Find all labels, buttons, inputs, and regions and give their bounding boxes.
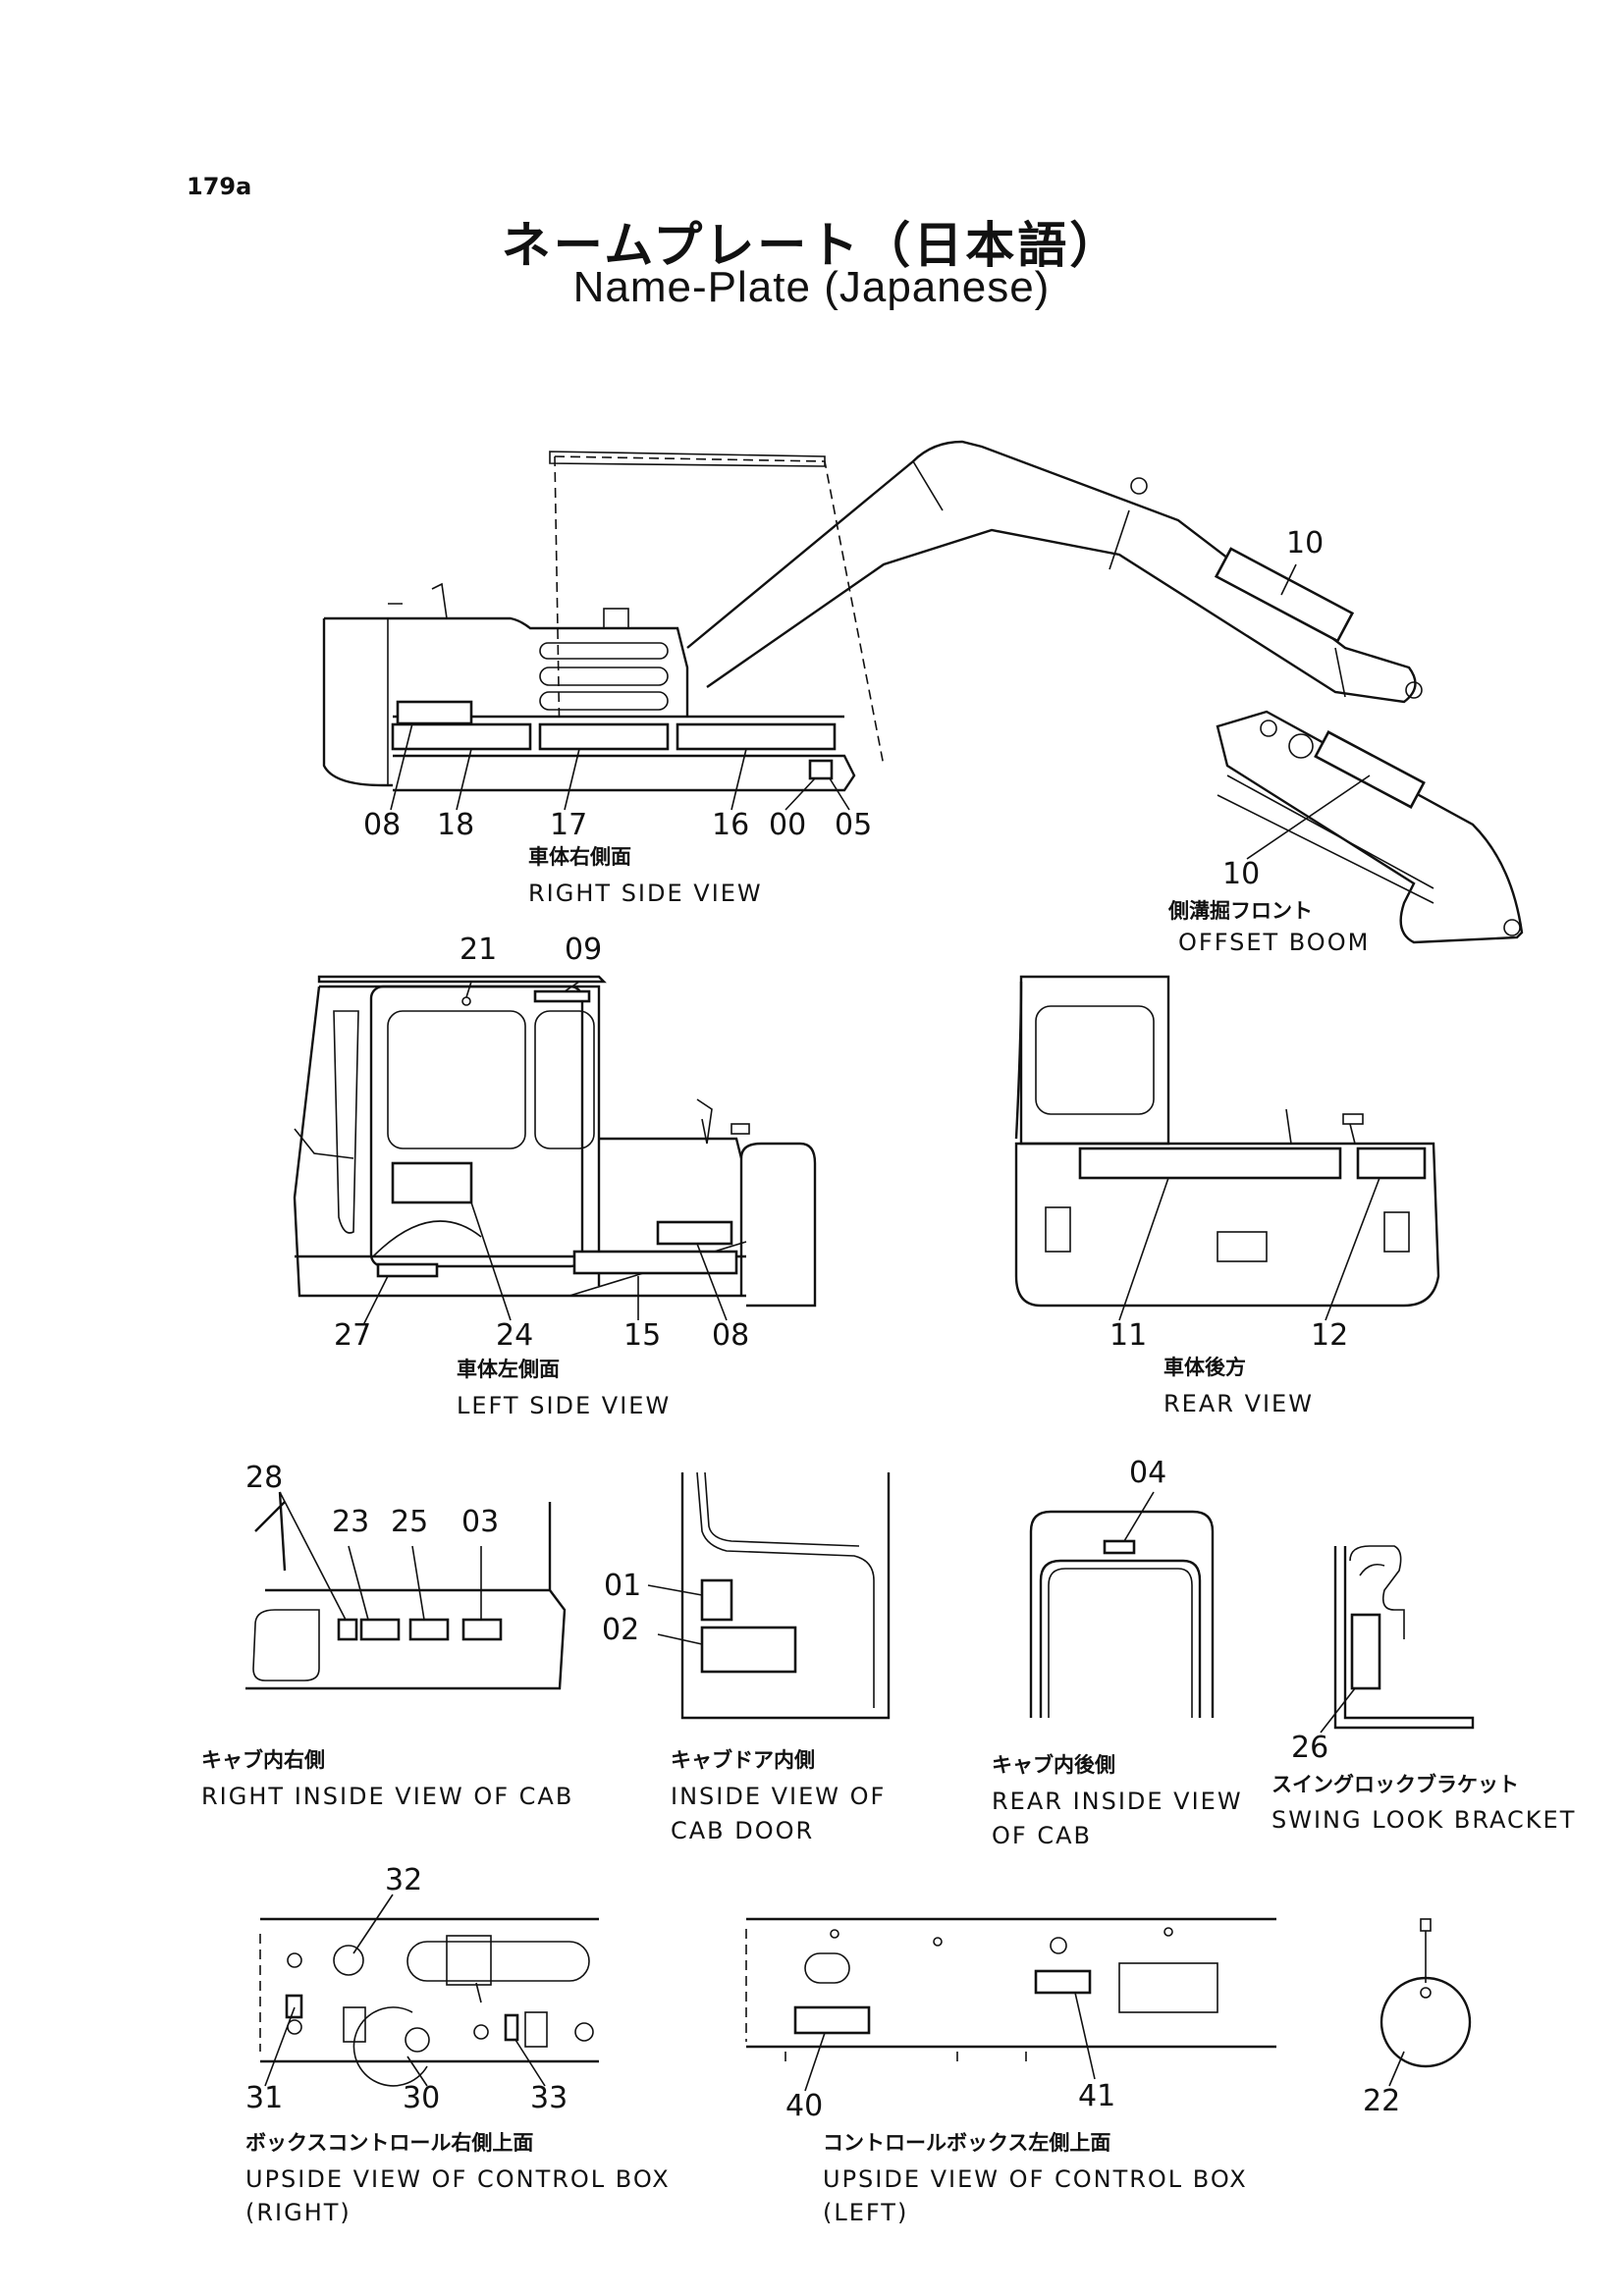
callout-00: 00 [769,808,806,842]
plate-26 [1350,1613,1381,1690]
plate-16 [676,722,837,751]
plate-02 [700,1626,797,1674]
control-box-right-label-jp: ボックスコントロール右側上面 [245,2131,533,2155]
plate-00 [808,759,834,780]
key-tag-drawing: 22 [1363,1918,1472,2118]
control-box-right-label-line1: UPSIDE VIEW OF CONTROL BOX [245,2165,671,2193]
page-number: 179a [187,173,252,200]
plate-01 [700,1578,733,1622]
plate-08-left [656,1220,733,1246]
cab-rear-inside-label-line2: OF CAB [992,1822,1092,1849]
plate-25 [408,1618,450,1641]
plate-31 [285,1994,303,2019]
control-box-left-drawing: 40 41 コントロールボックス左側上面 UPSIDE VIEW OF CONT… [745,1917,1276,2226]
callout-09: 09 [565,933,602,967]
page-title-english: Name-Plate (Japanese) [572,263,1051,311]
cab-door-inside-label-line1: INSIDE VIEW OF [671,1783,886,1810]
offset-boom-label-jp: 側溝掘フロント [1167,899,1313,923]
callout-33: 33 [530,2081,568,2115]
callout-08: 08 [363,808,401,842]
cab-rear-inside-label-jp: キャブ内後側 [992,1753,1115,1777]
plate-15 [572,1250,738,1275]
offset-boom-drawing: 10 側溝掘フロント OFFSET BOOM [1167,710,1524,956]
callout-28: 28 [245,1461,283,1495]
swing-lock-bracket-drawing: 26 スイングロックブラケット SWING LOOK BRACKET [1271,1545,1576,1834]
rear-view-label-jp: 車体後方 [1163,1356,1246,1379]
cab-door-inside-label-line2: CAB DOOR [671,1817,814,1844]
plate-09 [533,989,591,1003]
callout-31: 31 [245,2081,283,2115]
plate-17 [538,722,670,751]
cab-right-inside-drawing: 28 23 25 03 キャブ内右側 RIGHT INSIDE VIEW OF … [201,1461,573,1810]
cab-rear-inside-label-line1: REAR INSIDE VIEW [992,1788,1243,1815]
callout-11: 11 [1109,1318,1147,1353]
callout-18: 18 [437,808,474,842]
callout-32: 32 [385,1863,422,1897]
plate-04 [1103,1539,1136,1555]
callout-08-left: 08 [712,1318,749,1353]
right-side-view-label-jp: 車体右側面 [528,845,631,869]
callout-24: 24 [496,1318,533,1353]
control-box-right-drawing: 32 31 30 33 ボックスコントロール右側上面 UPSIDE VIEW O… [245,1863,671,2226]
callout-21: 21 [460,933,497,967]
callout-25: 25 [391,1505,428,1539]
callout-30: 30 [403,2081,440,2115]
control-box-left-label-line1: UPSIDE VIEW OF CONTROL BOX [823,2165,1248,2193]
plate-03 [461,1618,503,1641]
cab-door-inside-label-jp: キャブドア内側 [671,1748,815,1772]
swing-lock-label-jp: スイングロックブラケット [1271,1773,1519,1796]
swing-lock-label: SWING LOOK BRACKET [1271,1806,1576,1834]
plate-40 [793,2005,871,2035]
plate-10-offset [1314,730,1426,809]
callout-12: 12 [1311,1318,1348,1353]
callout-26: 26 [1291,1731,1328,1765]
control-box-left-label-line2: (LEFT) [823,2199,908,2226]
callout-10: 10 [1286,526,1324,561]
page-title-japanese: ネームプレート（日本語） [501,217,1122,274]
callout-17: 17 [550,808,587,842]
plate-24 [391,1161,473,1204]
control-box-right-label-line2: (RIGHT) [245,2199,352,2226]
control-box-left-label-jp: コントロールボックス左側上面 [823,2131,1110,2155]
callout-40: 40 [785,2089,823,2123]
plate-41 [1034,1969,1092,1995]
rear-view-label: REAR VIEW [1163,1390,1314,1417]
cab-rear-inside-drawing: 04 キャブ内後側 REAR INSIDE VIEW OF CAB [992,1456,1243,1849]
plate-08-right [396,700,473,725]
rear-view-drawing: 11 12 車体後方 REAR VIEW [1014,975,1440,1417]
callout-05: 05 [835,808,872,842]
cab-door-inside-drawing: 01 02 キャブドア内側 INSIDE VIEW OF CAB DOOR [602,1471,891,1844]
callout-04: 04 [1129,1456,1166,1490]
plate-28 [337,1618,358,1641]
plate-33 [504,2013,519,2042]
plate-12 [1356,1147,1427,1180]
callout-27: 27 [334,1318,371,1353]
plate-18 [391,722,532,751]
callout-22: 22 [1363,2084,1400,2118]
callout-16: 16 [712,808,749,842]
callout-03: 03 [461,1505,499,1539]
plate-11 [1078,1147,1342,1180]
callout-23: 23 [332,1505,369,1539]
callout-01: 01 [604,1569,641,1603]
plate-27 [376,1262,439,1278]
left-side-view-drawing: 21 09 27 24 15 08 車体左側面 LEFT SIDE VIEW [293,933,817,1419]
plate-10-boom [1214,547,1355,643]
right-side-view-drawing: 08 18 17 16 00 05 10 車体右側面 RIGHT SIDE VI… [322,440,1423,907]
right-side-view-label: RIGHT SIDE VIEW [528,880,763,907]
offset-boom-label: OFFSET BOOM [1178,929,1370,956]
plate-23 [359,1618,401,1641]
callout-41: 41 [1078,2079,1115,2113]
left-side-view-label: LEFT SIDE VIEW [457,1392,671,1419]
cab-right-inside-label: RIGHT INSIDE VIEW OF CAB [201,1783,573,1810]
left-side-view-label-jp: 車体左側面 [457,1358,560,1381]
callout-02: 02 [602,1613,639,1647]
callout-10-offset: 10 [1222,857,1260,891]
cab-right-inside-label-jp: キャブ内右側 [201,1748,325,1772]
callout-15: 15 [623,1318,661,1353]
